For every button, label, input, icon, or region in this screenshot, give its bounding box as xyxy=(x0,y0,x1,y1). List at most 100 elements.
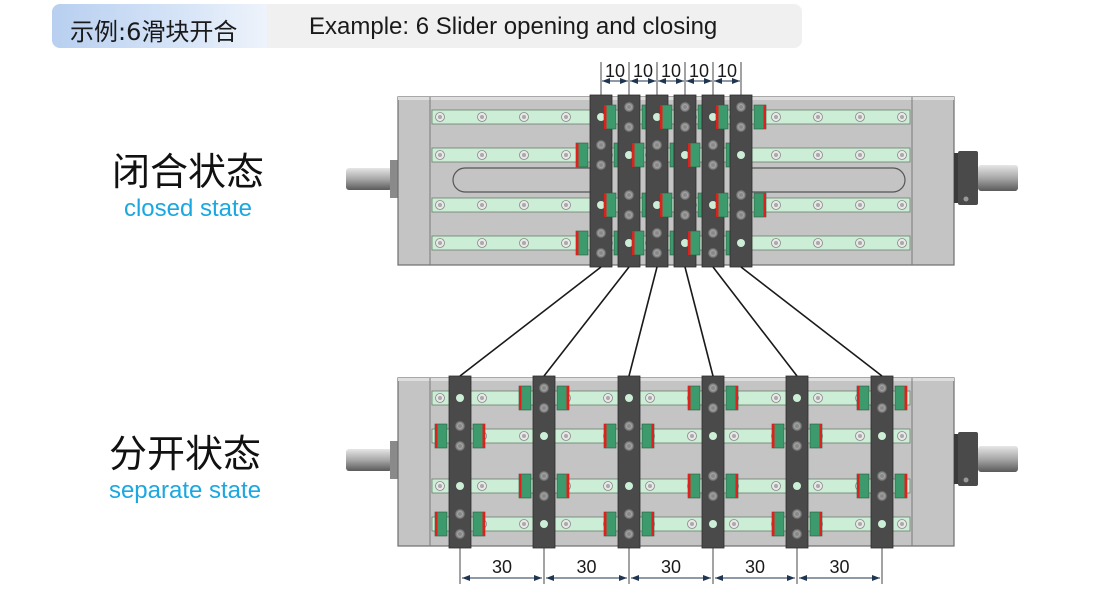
carriage-seal xyxy=(632,231,635,255)
bolt-hole xyxy=(739,105,743,109)
guide-slot xyxy=(750,167,906,193)
dimension-label: 30 xyxy=(661,557,681,577)
locating-pin xyxy=(878,432,886,440)
dimension-label: 30 xyxy=(576,557,596,577)
bolt-hole xyxy=(711,251,715,255)
locating-pin xyxy=(653,113,661,121)
dimension-label: 30 xyxy=(745,557,765,577)
locating-pin xyxy=(878,520,886,528)
bolt-hole xyxy=(627,532,631,536)
linear-rail xyxy=(431,478,911,494)
open-state-module xyxy=(346,375,1018,549)
open-state-en: separate state xyxy=(108,477,262,504)
rail-screw-center xyxy=(606,484,610,488)
rail-screw-center xyxy=(774,241,778,245)
carriage-seal xyxy=(688,386,691,410)
locating-pin xyxy=(681,151,689,159)
rail-screw-center xyxy=(606,396,610,400)
guide-slot xyxy=(452,167,605,193)
right-shaft xyxy=(978,446,1018,472)
carriage-seal xyxy=(660,193,663,217)
locating-pin xyxy=(456,482,464,490)
rail-screw-center xyxy=(564,434,568,438)
rail-screw-center xyxy=(858,434,862,438)
carriage-seal xyxy=(735,474,738,498)
carriage-seal xyxy=(435,512,438,536)
bolt-hole xyxy=(711,143,715,147)
bolt-hole xyxy=(542,406,546,410)
carriage-seal xyxy=(688,143,691,167)
carriage-seal xyxy=(651,512,654,536)
carriage-seal xyxy=(651,424,654,448)
rail-screw-center xyxy=(900,434,904,438)
locating-pin xyxy=(709,113,717,121)
locating-pin xyxy=(625,151,633,159)
carriage-seal xyxy=(604,105,607,129)
bolt-hole xyxy=(739,125,743,129)
carriage-seal xyxy=(482,424,485,448)
rail-screw-center xyxy=(564,522,568,526)
connector-line xyxy=(684,266,714,377)
bolt-hole xyxy=(458,424,462,428)
bolt-hole xyxy=(627,105,631,109)
bolt-hole xyxy=(683,213,687,217)
rail-screw-center xyxy=(816,203,820,207)
locating-pin xyxy=(709,520,717,528)
dimension-label: 10 xyxy=(661,61,681,81)
dimension-label: 10 xyxy=(605,61,625,81)
locating-pin xyxy=(597,201,605,209)
locating-pin xyxy=(681,239,689,247)
bolt-hole xyxy=(880,386,884,390)
dimension-label: 30 xyxy=(492,557,512,577)
bolt-hole xyxy=(739,213,743,217)
locating-pin xyxy=(625,239,633,247)
rail-screw-center xyxy=(774,484,778,488)
rail-screw-center xyxy=(900,115,904,119)
carriage-seal xyxy=(660,105,663,129)
rail-screw-center xyxy=(858,203,862,207)
rail-screw-center xyxy=(438,484,442,488)
carriage-seal xyxy=(688,474,691,498)
locating-pin xyxy=(793,482,801,490)
bolt-hole xyxy=(627,213,631,217)
locating-pin xyxy=(737,239,745,247)
bolt-hole xyxy=(599,231,603,235)
rail-screw-center xyxy=(648,484,652,488)
bolt-hole xyxy=(739,193,743,197)
rail-screw-center xyxy=(648,396,652,400)
linear-rail xyxy=(431,516,911,532)
open-state-label: 分开状态 separate state xyxy=(85,432,285,506)
rail-screw-center xyxy=(480,153,484,157)
carriage-seal xyxy=(576,143,579,167)
dimension-label: 10 xyxy=(717,61,737,81)
left-shaft-flange xyxy=(390,441,398,479)
carriage-seal xyxy=(772,512,775,536)
carriage-seal xyxy=(772,424,775,448)
bolt-hole xyxy=(655,163,659,167)
rail-screw-center xyxy=(858,241,862,245)
rail-screw-center xyxy=(564,241,568,245)
linear-rail xyxy=(431,390,911,406)
right-coupling xyxy=(958,151,978,205)
rail-screw-center xyxy=(480,115,484,119)
bolt-hole xyxy=(683,193,687,197)
rail-screw-center xyxy=(900,153,904,157)
rail-screw-center xyxy=(732,434,736,438)
locating-pin xyxy=(597,113,605,121)
open-state-cn: 分开状态 xyxy=(108,432,261,476)
bolt-hole xyxy=(458,444,462,448)
bolt-hole xyxy=(655,231,659,235)
rail-screw-center xyxy=(480,484,484,488)
bolt-hole xyxy=(795,424,799,428)
bolt-hole xyxy=(627,125,631,129)
rail-screw-center xyxy=(774,396,778,400)
bolt-hole xyxy=(627,444,631,448)
rail-screw-center xyxy=(690,522,694,526)
bolt-hole xyxy=(627,512,631,516)
bolt-hole xyxy=(655,143,659,147)
bolt-hole xyxy=(795,444,799,448)
bolt-hole xyxy=(458,512,462,516)
carriage-seal xyxy=(819,512,822,536)
